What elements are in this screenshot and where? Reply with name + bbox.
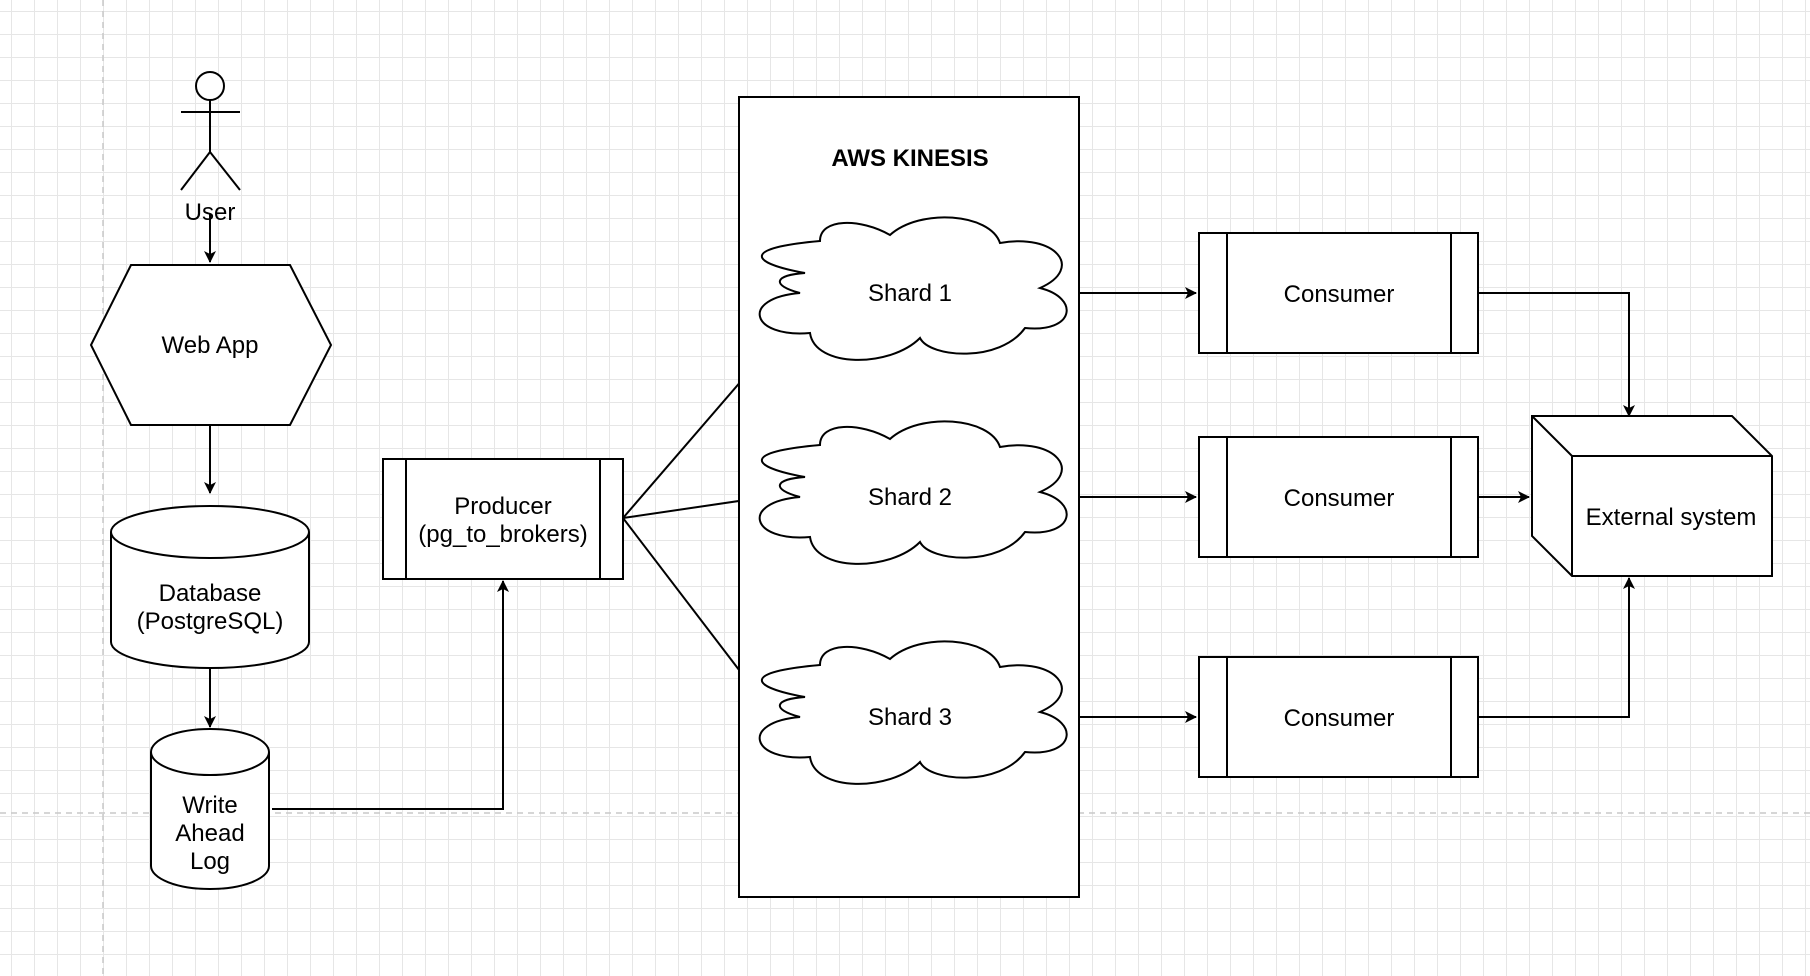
- web-app-label: Web App: [162, 332, 259, 359]
- consumer-3-label: Consumer: [1284, 705, 1395, 732]
- producer-node[interactable]: Producer (pg_to_brokers): [382, 458, 624, 580]
- external-system-label: External system: [1586, 504, 1757, 531]
- producer-label-line2: (pg_to_brokers): [418, 521, 587, 548]
- producer-box: [382, 458, 624, 580]
- actor-head-icon: [195, 71, 225, 101]
- wal-label-line3: Log: [190, 848, 230, 875]
- database-cylinder: [110, 505, 310, 669]
- shard-2-cloud: [758, 420, 1068, 565]
- consumer-2-node[interactable]: Consumer: [1198, 436, 1479, 558]
- database-label-line1: Database: [159, 580, 262, 607]
- shard-2-label: Shard 2: [868, 484, 952, 511]
- edge-consumer3-to-external[interactable]: [1478, 577, 1635, 718]
- shard-1-label: Shard 1: [868, 280, 952, 307]
- shard-3-cloud: [758, 640, 1068, 785]
- database-cylinder-rim: [110, 531, 310, 559]
- consumer-2-label: Consumer: [1284, 485, 1395, 512]
- web-app-hexagon: [89, 264, 333, 426]
- wal-node[interactable]: Write Ahead Log: [150, 728, 270, 890]
- user-actor[interactable]: User: [180, 71, 241, 226]
- actor-left-leg: [180, 151, 211, 191]
- edge-wal-to-producer[interactable]: [272, 580, 509, 810]
- web-app-node[interactable]: Web App: [89, 264, 333, 426]
- shard-3-node[interactable]: Shard 3: [758, 640, 1068, 785]
- external-system-node[interactable]: External system: [1531, 415, 1773, 577]
- consumer-3-node[interactable]: Consumer: [1198, 656, 1479, 778]
- shard-1-node[interactable]: Shard 1: [758, 216, 1068, 361]
- consumer-1-node[interactable]: Consumer: [1198, 232, 1479, 354]
- shard-2-node[interactable]: Shard 2: [758, 420, 1068, 565]
- consumer-1-label: Consumer: [1284, 281, 1395, 308]
- consumer-3-box: [1198, 656, 1479, 778]
- wal-cylinder: [150, 728, 270, 890]
- kinesis-title: AWS KINESIS: [831, 145, 988, 172]
- consumer-2-box: [1198, 436, 1479, 558]
- edge-consumer1-to-external[interactable]: [1478, 292, 1635, 417]
- external-system-cube: [1531, 415, 1773, 577]
- shard-3-label: Shard 3: [868, 704, 952, 731]
- wal-label-line1: Write: [182, 792, 238, 819]
- database-node[interactable]: Database (PostgreSQL): [110, 505, 310, 669]
- producer-label-line1: Producer: [454, 493, 551, 520]
- actor-right-leg: [209, 151, 241, 191]
- user-label: User: [185, 199, 236, 226]
- consumer-1-box: [1198, 232, 1479, 354]
- wal-cylinder-rim: [150, 751, 270, 776]
- wal-label-line2: Ahead: [175, 820, 244, 847]
- shard-1-cloud: [758, 216, 1068, 361]
- database-label-line2: (PostgreSQL): [137, 608, 284, 635]
